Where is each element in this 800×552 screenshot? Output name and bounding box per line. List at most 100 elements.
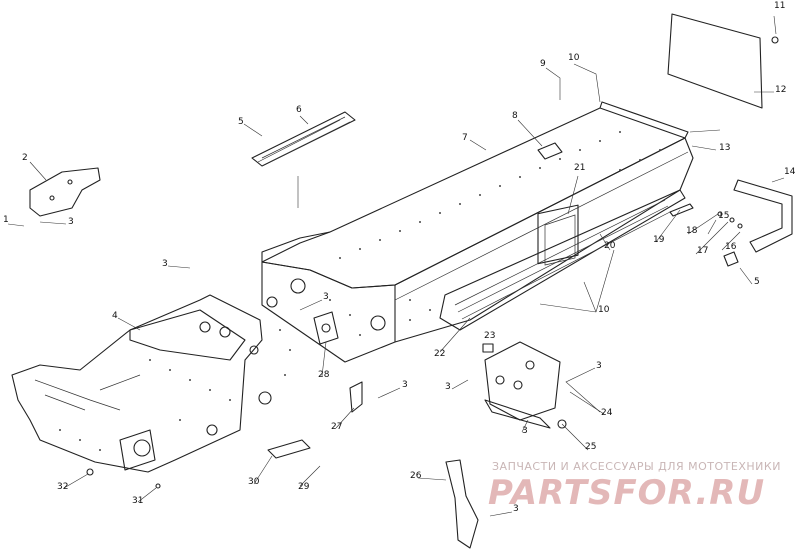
bulkhead-hole bbox=[249, 345, 259, 355]
mount-plate bbox=[313, 311, 339, 345]
bracket-hole bbox=[495, 375, 505, 385]
tunnel-hole bbox=[266, 296, 278, 308]
foot-grip bbox=[251, 111, 356, 208]
watermark-tagline: ЗАПЧАСТИ И АКСЕССУАРЫ ДЛЯ МОТОТЕХНИКИ bbox=[492, 460, 781, 473]
callout-c3d: 3 bbox=[402, 380, 408, 390]
bracket-bushing bbox=[557, 419, 567, 429]
callout-c23: 23 bbox=[484, 331, 495, 341]
callout-c16: 16 bbox=[725, 242, 737, 252]
steering-bracket bbox=[482, 341, 567, 429]
callout-c1: 1 bbox=[3, 215, 9, 225]
tunnel-rear-lip bbox=[599, 101, 689, 139]
callout-c13: 13 bbox=[719, 143, 730, 153]
cooler-bracket bbox=[544, 214, 576, 266]
bulkhead-front-opening bbox=[119, 429, 156, 471]
bracket-hole bbox=[525, 360, 535, 370]
callout-c12: 12 bbox=[775, 85, 786, 95]
side-bracket-plate bbox=[29, 167, 101, 217]
tunnel-side-long bbox=[394, 137, 694, 343]
callout-c5b: 5 bbox=[754, 277, 760, 287]
tunnel-hole bbox=[290, 278, 306, 294]
callout-c20: 20 bbox=[604, 241, 616, 251]
bracket-hole bbox=[49, 195, 55, 201]
callout-c17: 17 bbox=[697, 246, 708, 256]
callout-c31: 31 bbox=[132, 496, 143, 506]
callout-c29: 29 bbox=[298, 482, 310, 492]
callout-c3g: 3 bbox=[522, 426, 528, 436]
callout-c6: 6 bbox=[296, 105, 302, 115]
snow-flap bbox=[667, 13, 779, 109]
bulkhead-rivets bbox=[59, 329, 291, 451]
callout-c7: 7 bbox=[462, 133, 468, 143]
callout-c25: 25 bbox=[585, 442, 596, 452]
callout-c3c: 3 bbox=[323, 292, 329, 302]
flap-bolt bbox=[771, 36, 779, 44]
callout-c4: 4 bbox=[112, 311, 118, 321]
callout-c19: 19 bbox=[653, 235, 665, 245]
callout-c22: 22 bbox=[434, 349, 445, 359]
foot-grip-texture bbox=[257, 116, 351, 163]
small-bracket bbox=[349, 381, 363, 413]
callout-c3b: 3 bbox=[162, 259, 168, 269]
leader-lines bbox=[7, 15, 785, 517]
snow-flap-panel bbox=[667, 13, 763, 109]
callout-c11: 11 bbox=[774, 1, 785, 11]
callout-c32: 32 bbox=[57, 482, 68, 492]
running-board bbox=[439, 189, 686, 331]
callout-c8: 8 bbox=[512, 111, 518, 121]
bracket-block bbox=[482, 343, 494, 353]
bumper-bar bbox=[733, 179, 793, 253]
callout-c24: 24 bbox=[601, 408, 613, 418]
lower-plate bbox=[267, 439, 311, 459]
bulkhead-hole bbox=[199, 321, 211, 333]
tunnel-rivets bbox=[329, 131, 661, 336]
bulkhead-hole bbox=[258, 391, 272, 405]
callout-c30: 30 bbox=[248, 477, 260, 487]
front-bulkhead bbox=[11, 294, 291, 489]
bulkhead-hole bbox=[219, 326, 231, 338]
callout-c3f: 3 bbox=[596, 361, 602, 371]
callout-c3h: 3 bbox=[513, 504, 519, 514]
callout-c10a: 10 bbox=[568, 53, 580, 63]
front-support bbox=[445, 459, 479, 549]
callout-c2: 2 bbox=[22, 153, 28, 163]
watermark-brand: PARTSFOR.RU bbox=[488, 473, 765, 513]
callout-c18: 18 bbox=[686, 226, 698, 236]
callout-c27: 27 bbox=[331, 422, 342, 432]
rear-bumper bbox=[717, 179, 793, 267]
tunnel-front-hump bbox=[261, 231, 331, 262]
running-board-ribs bbox=[454, 199, 671, 320]
callout-c3e: 3 bbox=[445, 382, 451, 392]
callout-c3a: 3 bbox=[68, 217, 74, 227]
tunnel-hole bbox=[370, 315, 386, 331]
callout-c5a: 5 bbox=[238, 117, 244, 127]
bulkhead-top bbox=[129, 309, 246, 361]
bracket-hole bbox=[67, 179, 73, 185]
bulkhead-fastener bbox=[155, 483, 161, 489]
rear-trim-strip bbox=[669, 203, 694, 217]
bumper-bolt bbox=[737, 223, 743, 229]
callout-c21: 21 bbox=[574, 163, 585, 173]
bracket-hole bbox=[513, 380, 523, 390]
callout-c28: 28 bbox=[318, 370, 330, 380]
callout-c14: 14 bbox=[784, 167, 796, 177]
tunnel-side-front bbox=[261, 261, 396, 363]
callout-c15: 15 bbox=[718, 211, 729, 221]
bumper-end-cap bbox=[723, 251, 739, 267]
callout-c10b: 10 bbox=[598, 305, 610, 315]
bulkhead-outline bbox=[11, 294, 263, 473]
tunnel-cooler-opening bbox=[537, 204, 579, 265]
bulkhead-hole bbox=[133, 439, 151, 457]
callout-c26: 26 bbox=[410, 471, 422, 481]
bulkhead-hole bbox=[206, 424, 218, 436]
bumper-bolt bbox=[729, 217, 735, 223]
steering-bracket-body bbox=[484, 341, 561, 421]
bulkhead-inner-lines bbox=[34, 374, 141, 411]
mount-plate-hole bbox=[321, 323, 331, 333]
tunnel-decal bbox=[537, 142, 563, 160]
bulkhead-fastener bbox=[86, 468, 94, 476]
foot-grip-plate bbox=[251, 111, 356, 167]
